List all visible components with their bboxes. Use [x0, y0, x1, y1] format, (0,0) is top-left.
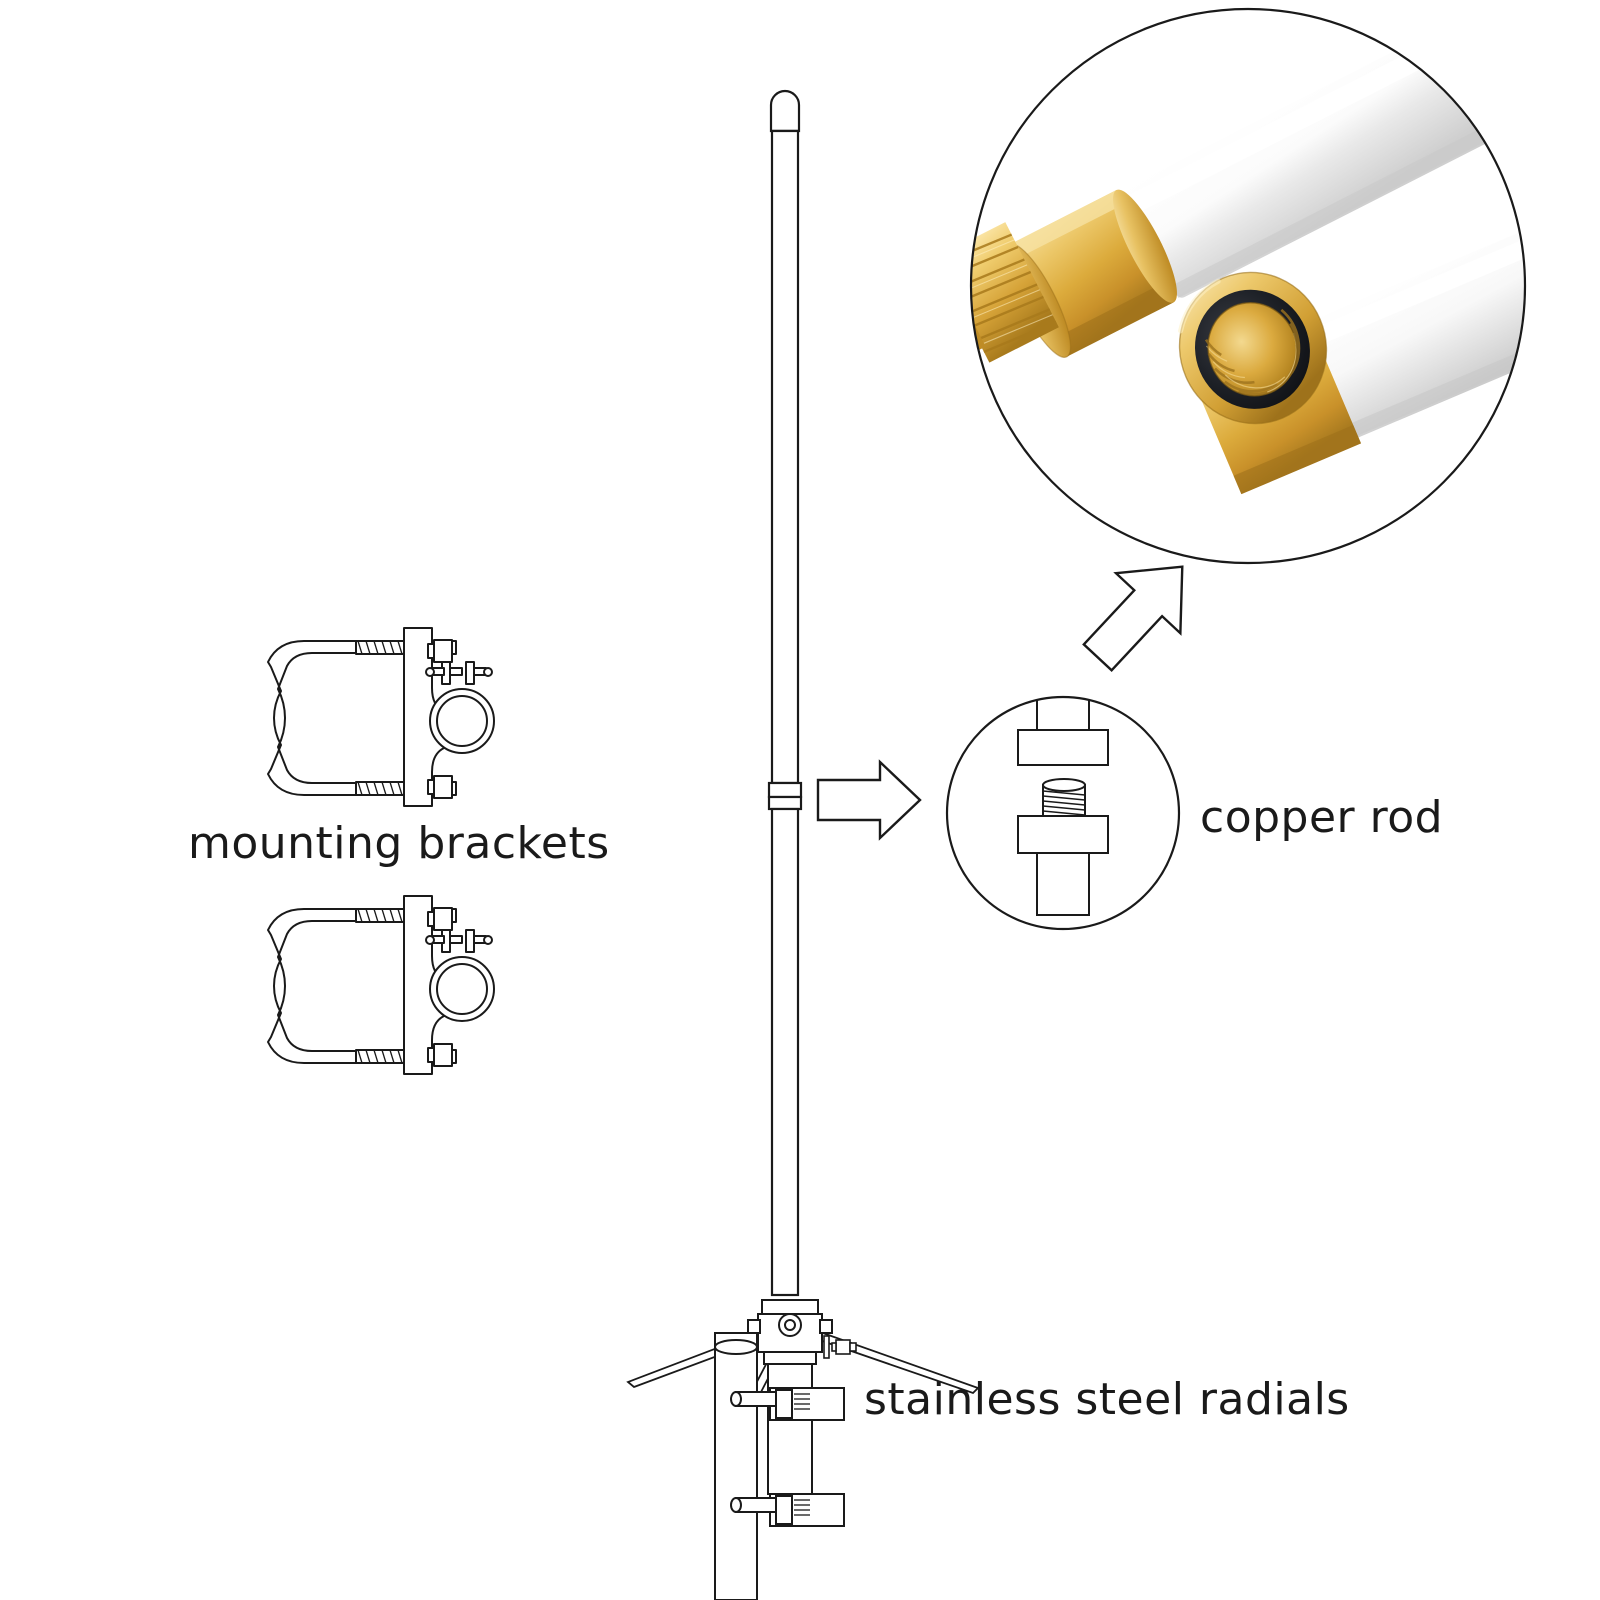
- photo-inset-content: [971, 9, 1525, 563]
- mounting-bracket-1: [267, 627, 495, 807]
- mounting-bracket-2: [267, 895, 495, 1075]
- support-mast-assembly: [714, 1332, 845, 1600]
- antenna-assembly: [767, 89, 803, 1297]
- u-bolt-2: [267, 908, 357, 1064]
- clamp-bolt-upper: [735, 1391, 779, 1407]
- mast-clamp-upper: [730, 1387, 845, 1421]
- clamp-bolt-lower: [735, 1497, 779, 1513]
- label-copper-rod: copper rod: [1200, 792, 1444, 843]
- antenna-tip-cap: [769, 89, 801, 133]
- mast-top-rim: [714, 1339, 758, 1355]
- bracket-nuts-2: [427, 907, 453, 1067]
- antenna-upper-section: [770, 129, 800, 785]
- hub-top-cap: [761, 1299, 819, 1315]
- male-thread: [971, 222, 1059, 365]
- female-socket: [1178, 271, 1328, 425]
- radial-ear-right: [819, 1319, 833, 1334]
- clamp-nut-lower: [775, 1495, 793, 1525]
- line-art-inset-callout: [945, 695, 1181, 931]
- washer: [823, 1335, 830, 1359]
- photo-inset-border: [969, 7, 1527, 565]
- arrow-to-photo-detail: [1082, 565, 1184, 672]
- radial-ear-left: [747, 1319, 761, 1334]
- photo-inset-callout: [969, 7, 1527, 565]
- bracket-clamp-ring-2: [425, 929, 495, 1022]
- label-mounting-brackets: mounting brackets: [188, 818, 610, 869]
- clamp-nut-upper: [775, 1389, 793, 1419]
- hex-nut: [835, 1339, 851, 1355]
- arrow-to-joint-detail: [816, 759, 922, 841]
- antenna-lower-section: [770, 807, 800, 1297]
- mast-clamp-lower: [730, 1493, 845, 1527]
- antenna-joint-collar: [767, 781, 803, 799]
- loose-hardware: [823, 1335, 857, 1359]
- line-art-inset-content: [947, 697, 1179, 929]
- mast-pole: [714, 1332, 758, 1600]
- line-art-inset-border: [945, 695, 1181, 931]
- u-bolt-1: [267, 640, 357, 796]
- female-section-assembly: [1178, 172, 1525, 495]
- label-stainless-steel-radials: stainless steel radials: [864, 1374, 1350, 1425]
- base-tube: [767, 1363, 813, 1495]
- bracket-clamp-ring-1: [425, 661, 495, 754]
- bracket-nuts-1: [427, 639, 453, 799]
